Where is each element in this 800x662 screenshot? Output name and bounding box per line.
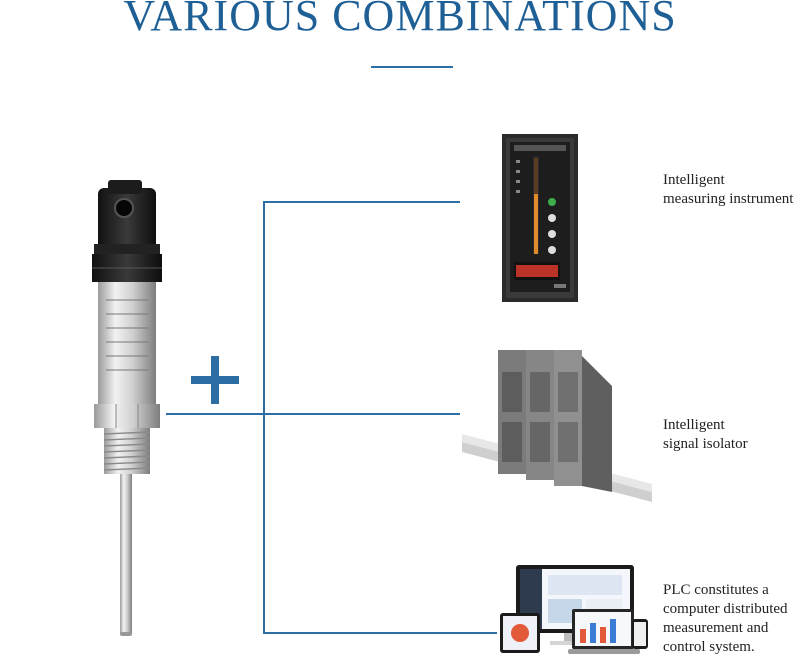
measuring-instrument-image: [502, 134, 578, 302]
label-line: measurement and: [663, 620, 769, 636]
plus-icon: [191, 356, 239, 404]
label-line: computer distributed: [663, 601, 788, 617]
computer-system-label: PLC constitutes a computer distributed m…: [663, 581, 788, 657]
connector-vertical: [263, 201, 265, 633]
signal-isolator-label: Intelligent signal isolator: [663, 416, 748, 454]
connector-to-isolator: [263, 413, 460, 415]
connector-horizontal-main: [166, 413, 264, 415]
label-line: measuring instrument: [663, 191, 794, 207]
temperature-transmitter-image: [92, 180, 162, 636]
label-line: Intelligent: [663, 417, 725, 433]
title-underline: [371, 66, 453, 68]
computer-system-image: [500, 565, 648, 654]
connector-to-instrument: [263, 201, 460, 203]
signal-isolator-image: [462, 350, 652, 502]
connector-to-computer: [263, 632, 497, 634]
label-line: PLC constitutes a: [663, 582, 769, 598]
measuring-instrument-label: Intelligent measuring instrument: [663, 171, 793, 209]
label-line: control system.: [663, 639, 755, 655]
page-title: VARIOUS COMBINATIONS: [123, 0, 677, 40]
label-line: signal isolator: [663, 436, 748, 452]
label-line: Intelligent: [663, 172, 725, 188]
